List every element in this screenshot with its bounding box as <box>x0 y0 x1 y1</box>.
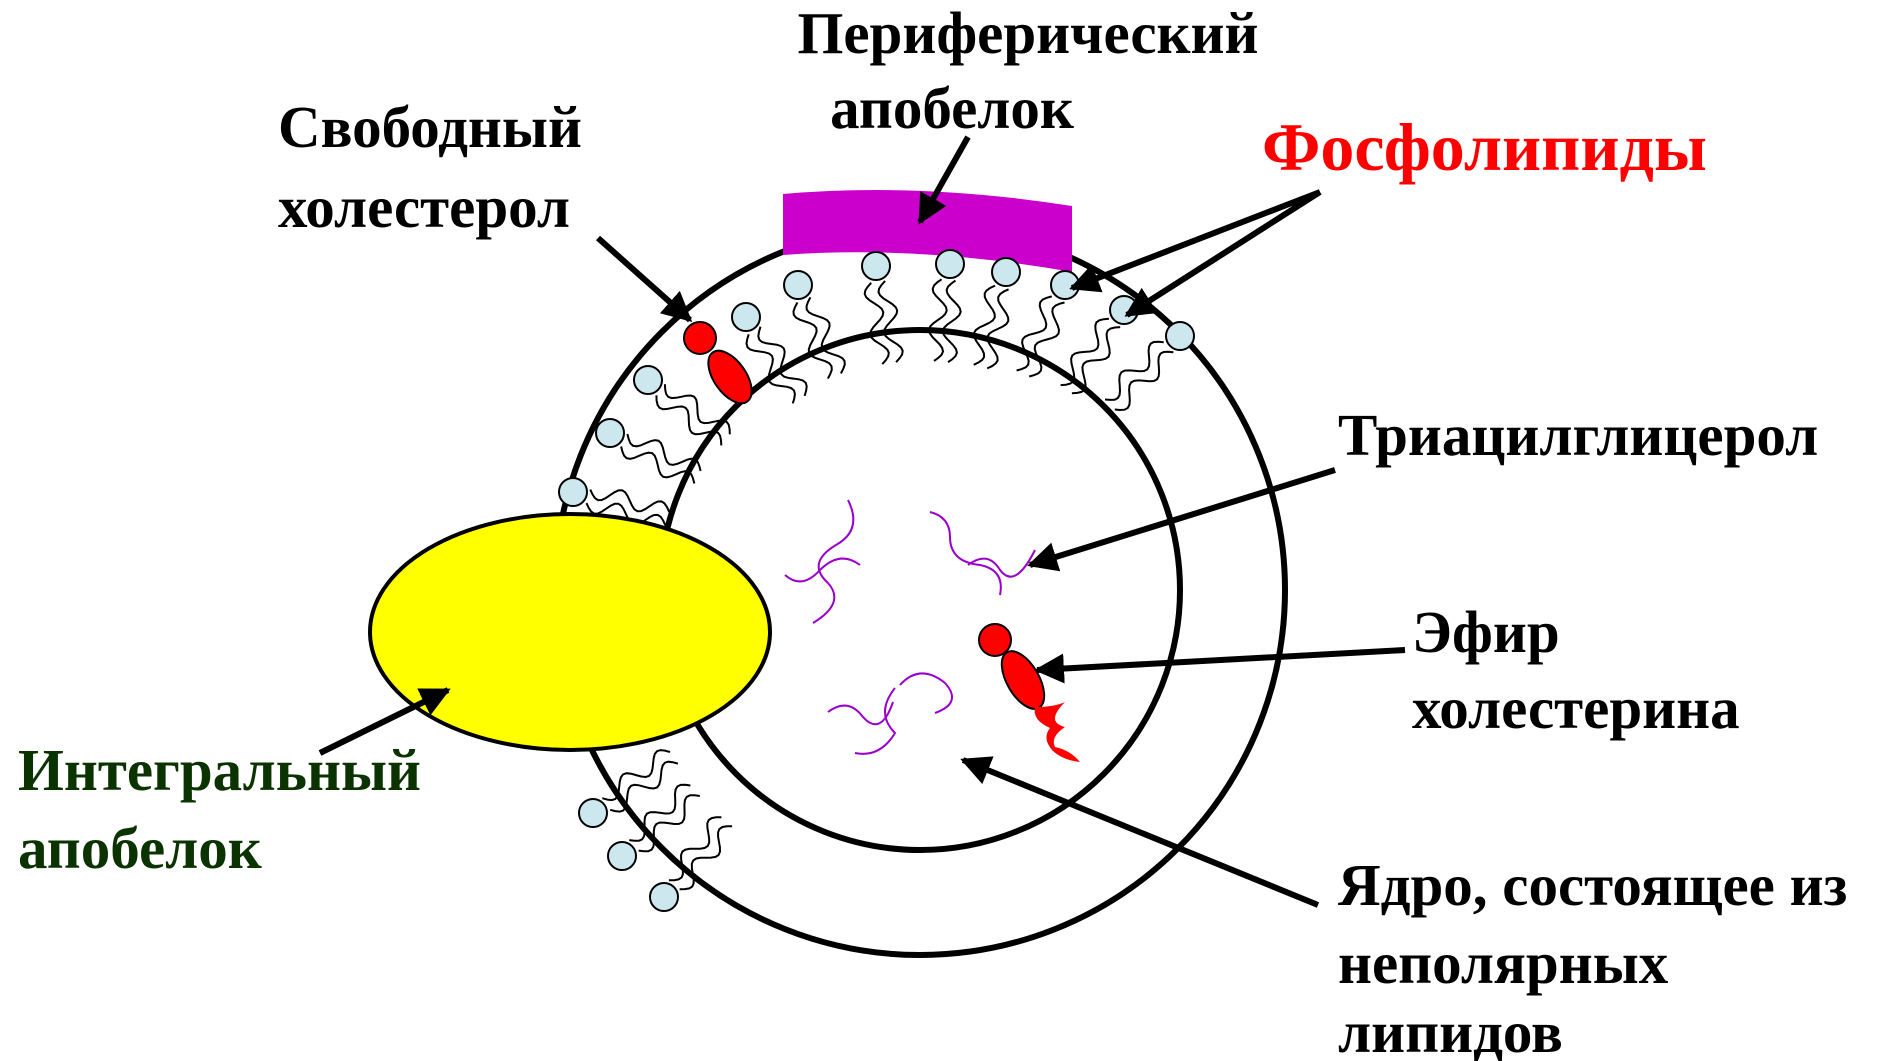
phospholipid-tail <box>602 750 670 800</box>
phospholipid-head <box>936 250 964 278</box>
core-label-line2: неполярных <box>1338 930 1669 996</box>
phospholipid-head <box>608 842 636 870</box>
phospholipid-head <box>559 478 587 506</box>
phospholipid-head <box>579 799 607 827</box>
free-cholesterol-label-line1: Свободный <box>278 94 582 160</box>
integral-apoprotein-label-line2: апобелок <box>18 815 262 881</box>
phospholipid-head <box>784 271 812 299</box>
peripheral-apoprotein-label-line1: Периферический <box>797 0 1258 66</box>
phospholipid-tail <box>879 281 903 362</box>
triacylglycerol-arrow <box>1030 470 1335 565</box>
phospholipid-head <box>732 303 760 331</box>
free-cholesterol-arrow <box>598 238 690 320</box>
free-cholesterol-label-line2: холестерол <box>278 174 570 240</box>
cholesterol-ester <box>979 624 1080 762</box>
peripheral-apoprotein-label-line2: апобелок <box>830 75 1074 141</box>
phospholipid-tail <box>610 762 678 812</box>
phospholipid-tail <box>680 826 733 889</box>
phospholipid-tail <box>590 490 669 512</box>
phospholipid-tail <box>629 785 690 841</box>
phospholipid-head <box>992 258 1020 286</box>
cholesterol-ester-label-line1: Эфир <box>1412 599 1560 665</box>
phospholipid-head <box>650 883 678 911</box>
peripheral-apoprotein <box>783 190 1072 272</box>
phospholipid-tail <box>987 289 1008 368</box>
phospholipid-tail <box>1115 352 1174 410</box>
phospholipid-tail <box>974 286 995 365</box>
phospholipid-head <box>1166 322 1194 350</box>
core-label-line1: Ядро, состоящее из <box>1338 852 1847 918</box>
phospholipid-head <box>596 419 624 447</box>
phospholipid-tail <box>1105 342 1164 400</box>
triacylglycerol-molecule <box>930 512 1001 595</box>
free-cholesterol-body <box>700 343 761 411</box>
cholesterol-ester-label-line2: холестерина <box>1412 675 1740 741</box>
cholesterol-ester-tail <box>1035 702 1080 762</box>
phospholipid-tail <box>943 281 961 363</box>
cholesterol-ester-arrow <box>1037 650 1405 670</box>
phospholipid-tail <box>669 817 722 880</box>
phospholipid-tail <box>929 279 947 361</box>
phospholipid-tail <box>639 795 700 851</box>
triacylglycerol-molecule <box>968 550 1035 577</box>
phospholipids-label: Фосфолипиды <box>1262 109 1707 185</box>
integral-apoprotein <box>370 514 770 750</box>
phospholipid-head <box>862 252 890 280</box>
triacylglycerol-molecule <box>900 673 952 713</box>
core-label-line3: липидов <box>1338 999 1563 1061</box>
cholesterol-ester-head <box>979 624 1011 656</box>
integral-apoprotein-label-line1: Интегральный <box>18 737 421 803</box>
triacylglycerol-molecule <box>828 702 893 724</box>
triacylglycerol-label: Триацилглицерол <box>1338 402 1818 468</box>
triacylglycerol-molecule <box>855 688 895 754</box>
phospholipid-tail <box>865 283 889 364</box>
free-cholesterol-head <box>684 322 716 354</box>
phospholipid-head <box>634 366 662 394</box>
